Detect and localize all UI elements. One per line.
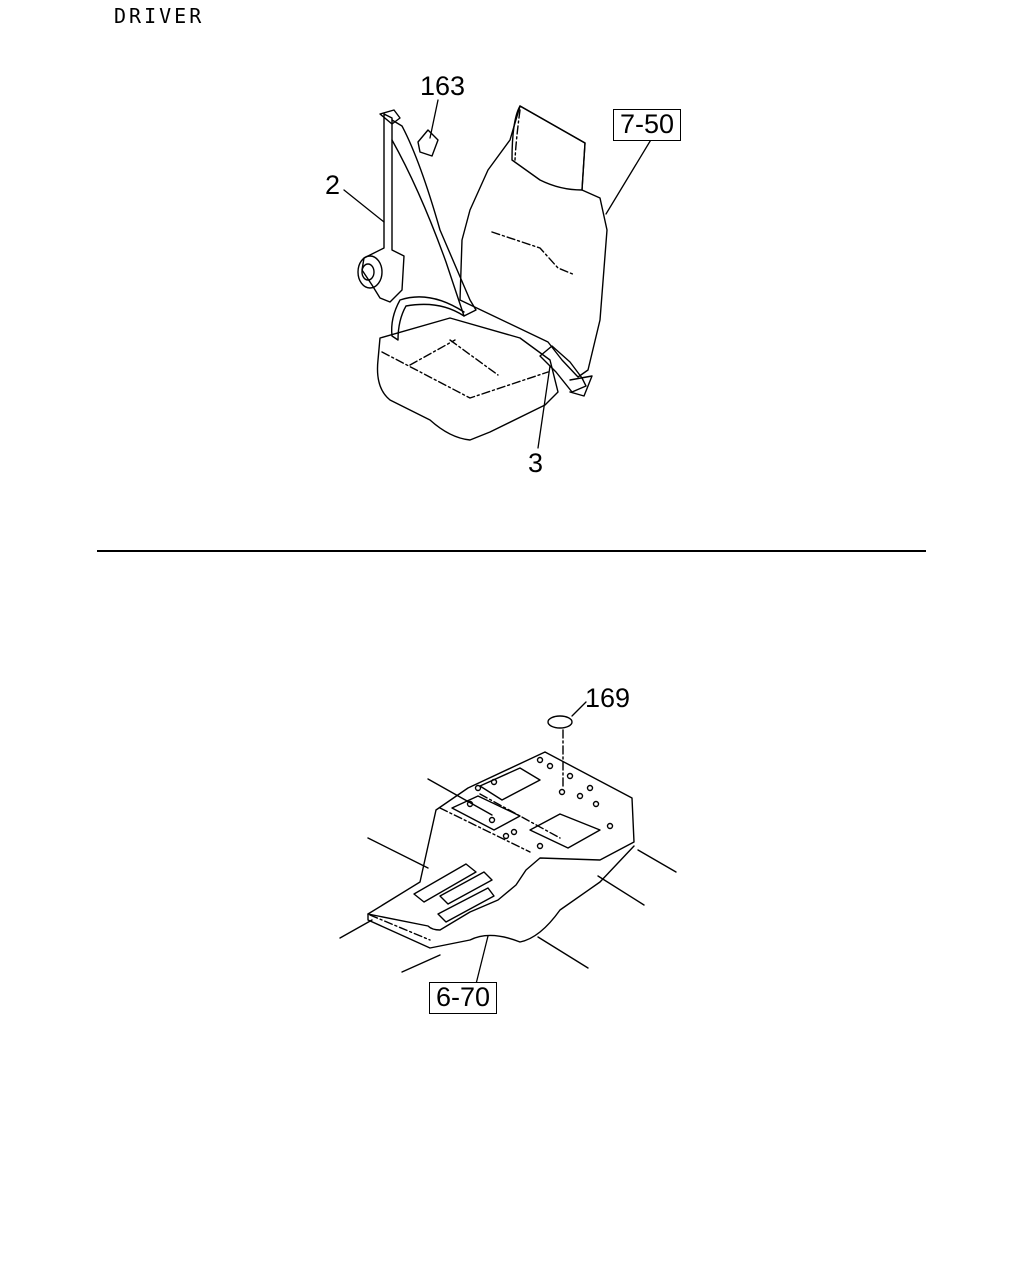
plug-169 (547, 715, 573, 729)
leader-3 (537, 365, 551, 449)
headrest (511, 105, 586, 191)
shift-slot-2 (439, 871, 493, 905)
shift-slot-1 (413, 863, 477, 903)
leader-6-70 (475, 935, 489, 985)
hole-1 (536, 756, 544, 764)
panel-c (451, 795, 521, 831)
hole-14 (502, 832, 510, 840)
reference-6-70: 6-70 (429, 982, 498, 1014)
hole-12 (510, 828, 518, 836)
buckle-3 (539, 345, 587, 393)
leader-7-50 (605, 137, 653, 215)
seat-cushion-outline (376, 317, 559, 441)
hole-4 (474, 784, 482, 792)
panel-b (529, 813, 601, 849)
console-seam-1 (439, 807, 531, 853)
hole-9 (606, 822, 614, 830)
hole-13 (536, 842, 544, 850)
hole-8 (592, 800, 600, 808)
leader-169 (571, 701, 587, 717)
floor-line-6 (597, 875, 645, 906)
hole-5 (566, 772, 574, 780)
panel-a (479, 767, 541, 801)
reference-7-50: 7-50 (613, 109, 682, 141)
seatbelt-drawing (343, 99, 653, 449)
callout-2: 2 (325, 170, 341, 200)
floor-line-7 (637, 849, 677, 873)
leader-163 (429, 99, 439, 139)
shoulder-belt (391, 119, 477, 317)
shift-slot-3 (437, 887, 495, 923)
hole-7 (558, 788, 566, 796)
console-side (367, 845, 635, 949)
section-divider (97, 550, 926, 552)
retractor-spool (357, 255, 383, 289)
floor-line-5 (537, 936, 589, 969)
hole-15 (576, 792, 584, 800)
seat-back-outline (459, 105, 608, 378)
cushion-seam-3 (409, 339, 456, 366)
retractor-spool-inner (361, 263, 375, 281)
console-top (367, 751, 635, 931)
hole-10 (466, 800, 474, 808)
hole-11 (488, 816, 496, 824)
cushion-seam-2 (449, 339, 499, 376)
callout-169: 169 (585, 683, 631, 713)
retractor-body (361, 113, 405, 303)
callout-163: 163 (420, 71, 466, 101)
floor-line-1 (427, 778, 493, 816)
hole-2 (546, 762, 554, 770)
floor-line-2 (367, 837, 429, 869)
headrest-seam (514, 109, 521, 161)
console-seam-3 (369, 914, 431, 941)
seat-back-seam (491, 231, 576, 276)
cushion-seam (381, 351, 549, 399)
buckle-bracket (569, 375, 593, 397)
belt-guide-163 (417, 129, 439, 157)
floor-line-4 (401, 954, 441, 973)
console-drawing (339, 701, 677, 985)
lap-belt (390, 296, 465, 341)
page-title: DRIVER (114, 4, 205, 28)
hole-6 (586, 784, 594, 792)
callout-3: 3 (528, 448, 544, 478)
leader-2 (343, 189, 385, 223)
floor-line-3 (339, 919, 373, 939)
upper-anchor (379, 109, 401, 125)
hole-3 (490, 778, 498, 786)
